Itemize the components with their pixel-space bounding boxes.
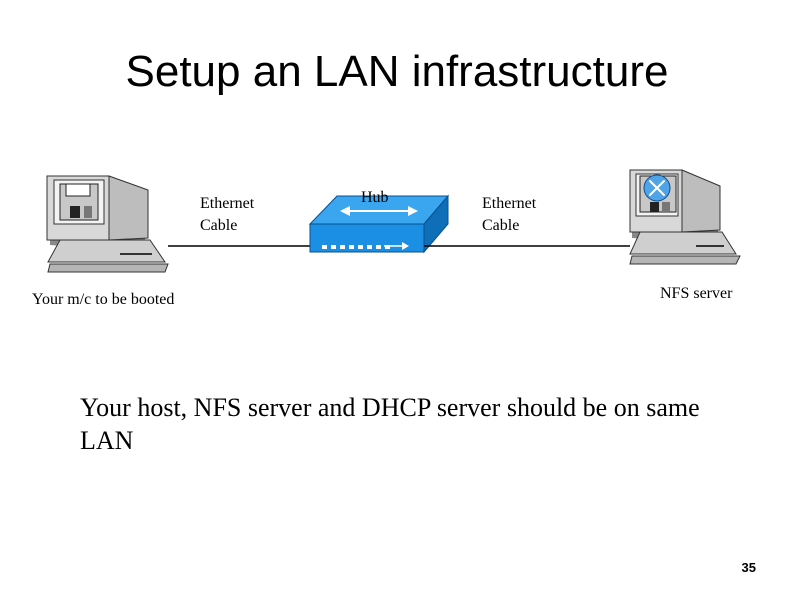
- left-cable-label-line2: Cable: [200, 217, 238, 234]
- client-computer-icon: [46, 175, 169, 273]
- left-cable-label-line1: Ethernet: [200, 195, 255, 212]
- lan-note: Your host, NFS server and DHCP server sh…: [80, 393, 700, 455]
- slide-title: Setup an LAN infrastructure: [125, 47, 669, 96]
- client-computer-label: Your m/c to be booted: [32, 291, 175, 308]
- right-cable-label-line2: Cable: [482, 217, 520, 234]
- hub-icon: [308, 194, 450, 254]
- nfs-server-computer-icon: [629, 169, 741, 265]
- right-cable-label-line1: Ethernet: [482, 195, 537, 212]
- nfs-server-label: NFS server: [660, 285, 733, 302]
- page-number: 35: [741, 560, 756, 575]
- hub-label: Hub: [361, 189, 389, 206]
